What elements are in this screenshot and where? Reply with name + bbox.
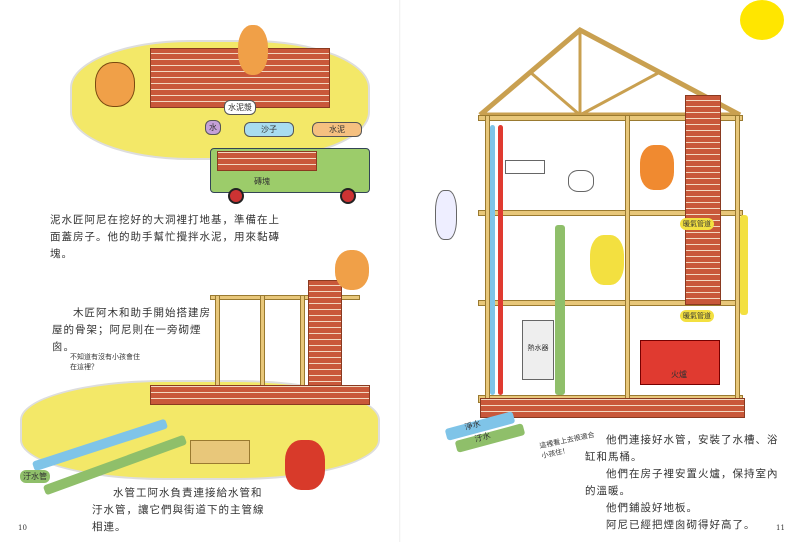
paragraph-plumbing: 水管工阿水負責連接給水管和汙水管，讓它們與街道下的主管線相連。 (92, 487, 265, 533)
lumber-stack (190, 440, 250, 464)
paragraph-chimney: 阿尼已經把煙囪砌得好高了。 (606, 519, 756, 531)
drain-pipe (555, 225, 565, 395)
label-cement: 水泥 (312, 122, 362, 137)
label-sewer-pipe: 汙水管 (20, 470, 50, 483)
truck-wheel (340, 188, 356, 204)
paragraph-foundation: 泥水匠阿尼在挖好的大洞裡打地基，準備在上面蓋房子。他的助手幫忙攪拌水泥，用來黏磚… (50, 214, 280, 260)
helper-character (238, 25, 268, 75)
sun (740, 0, 784, 40)
paragraph-framing: 木匠阿木和助手開始搭建房屋的骨架；阿尼則在一旁砌煙囪。 (52, 307, 211, 353)
bathtub (435, 190, 457, 240)
furnace: 火爐 (640, 340, 720, 385)
mason-character (95, 62, 135, 107)
chimney (308, 280, 342, 400)
speech-bubble-left: 不知道有沒有小孩會住在這裡？ (70, 353, 140, 371)
page-gutter (399, 0, 401, 542)
page-number-left: 10 (18, 524, 27, 532)
label-clean-water: 淨水 (463, 418, 482, 432)
toilet (568, 170, 594, 192)
paragraph-right: 他們連接好水管，安裝了水槽、浴缸和馬桶。 他們在房子裡安置火爐，保持室內的溫暖。… (585, 432, 785, 534)
label-heater: 熱水器 (527, 344, 549, 352)
label-heating-duct-lower: 暖氣管道 (680, 310, 714, 322)
label-truck: 磚塊 (254, 177, 270, 186)
foundation-bricks (150, 385, 370, 405)
chimney (685, 95, 721, 305)
cold-water-pipe (490, 125, 495, 395)
page-number-right: 11 (776, 524, 785, 532)
mason-character (335, 250, 369, 290)
water-heater: 熱水器 (522, 320, 554, 380)
heating-duct (740, 215, 748, 315)
worker-character (640, 145, 674, 190)
truck: 磚塊 (210, 148, 370, 193)
hot-water-pipe (498, 125, 503, 395)
label-cement-bucket: 水泥漿 (224, 100, 256, 115)
worker-character (590, 235, 624, 285)
paragraph-floors: 他們鋪設好地板。 (606, 502, 698, 514)
paragraph-plumbing-fixtures: 他們連接好水管，安裝了水槽、浴缸和馬桶。 (585, 434, 779, 463)
paragraph-furnace: 他們在房子裡安置火爐，保持室內的溫暖。 (585, 468, 779, 497)
foundation-bricks (480, 398, 745, 418)
truck-wheel (228, 188, 244, 204)
label-heating-duct-upper: 暖氣管道 (680, 218, 714, 230)
label-furnace: 火爐 (671, 370, 687, 379)
label-water: 水 (205, 120, 221, 135)
label-sand: 沙子 (244, 122, 294, 137)
plumber-character (285, 440, 325, 490)
sink (505, 160, 545, 174)
